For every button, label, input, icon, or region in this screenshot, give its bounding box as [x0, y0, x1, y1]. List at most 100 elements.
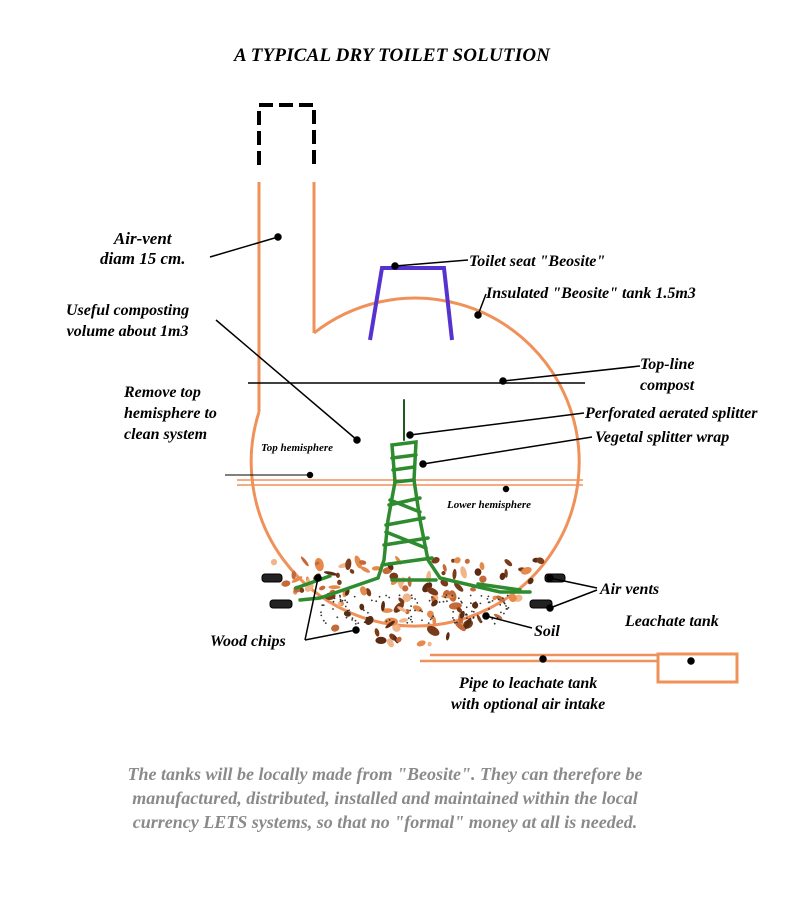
- compost-particle: [460, 566, 467, 579]
- soil-speck: [503, 612, 505, 615]
- toilet-seat: [368, 266, 454, 341]
- soil-speck: [322, 604, 325, 607]
- soil-speck: [411, 621, 413, 623]
- compost-particle: [427, 641, 432, 647]
- compost-particle: [464, 558, 470, 564]
- label-soil: Soil: [534, 623, 560, 640]
- soil-speck: [353, 595, 356, 598]
- compost-particle: [454, 557, 461, 564]
- compost-particle: [323, 571, 338, 576]
- soil-speck: [480, 595, 483, 597]
- label-wood-chips: Wood chips: [210, 633, 286, 650]
- compost-particle: [328, 585, 341, 590]
- soil-speck: [370, 599, 373, 602]
- soil-speck: [462, 615, 465, 617]
- insulated-tank: [249, 296, 581, 628]
- compost-particle: [314, 557, 324, 572]
- compost-particle: [331, 624, 340, 632]
- soil-speck: [322, 619, 325, 622]
- compost-particle: [281, 580, 291, 587]
- compost-particle: [397, 606, 407, 613]
- soil-speck: [347, 611, 349, 614]
- soil-speck: [507, 606, 510, 609]
- soil-speck: [388, 619, 391, 621]
- soil-speck: [351, 617, 354, 619]
- soil-speck: [414, 609, 416, 612]
- soil-speck: [410, 594, 413, 597]
- soil-speck: [500, 611, 502, 614]
- compost-particle: [474, 568, 482, 576]
- compost-particle: [499, 572, 506, 581]
- soil-speck: [421, 610, 423, 613]
- soil-speck: [465, 614, 467, 616]
- compost-bed: [270, 555, 545, 648]
- soil-speck: [502, 597, 504, 599]
- soil-speck: [344, 605, 347, 608]
- leader-lines: [209, 233, 695, 665]
- soil-speck: [333, 597, 336, 600]
- soil-speck: [438, 601, 441, 603]
- soil-speck: [468, 622, 471, 624]
- soil-speck: [367, 611, 369, 614]
- compost-particle: [456, 607, 463, 613]
- compost-particle: [299, 587, 305, 593]
- label-lower-hemisphere: Lower hemisphere: [447, 499, 532, 511]
- soil-speck: [472, 616, 475, 619]
- compost-particle: [527, 577, 534, 585]
- compost-particle: [349, 569, 355, 574]
- compost-particle: [432, 616, 437, 626]
- soil-speck: [344, 599, 346, 602]
- soil-speck: [419, 609, 422, 612]
- soil-speck: [341, 599, 344, 602]
- compost-particle: [509, 594, 517, 602]
- compost-particle: [452, 568, 457, 580]
- soil-speck: [431, 617, 433, 619]
- soil-speck: [346, 601, 349, 604]
- soil-speck: [429, 618, 432, 621]
- soil-speck: [348, 612, 351, 614]
- label-air-vents: Air vents: [600, 581, 660, 598]
- label-air-vent: Air-vent diam 15 cm.: [100, 229, 186, 268]
- compost-particle: [445, 632, 450, 641]
- compost-particle: [345, 558, 352, 571]
- soil-speck: [395, 610, 398, 612]
- compost-particle: [470, 587, 476, 592]
- compost-particle: [493, 613, 503, 620]
- compost-particle: [451, 558, 456, 563]
- compost-particle: [479, 562, 485, 571]
- label-toilet-seat: Toilet seat "Beosite": [469, 253, 606, 270]
- soil-speck: [480, 620, 483, 623]
- soil-speck: [339, 598, 342, 601]
- soil-speck: [371, 618, 373, 621]
- compost-particle: [365, 588, 372, 597]
- compost-particle: [402, 593, 412, 603]
- soil-speck: [354, 623, 357, 625]
- soil-speck: [499, 604, 502, 606]
- soil-speck: [486, 598, 489, 600]
- soil-speck: [487, 595, 490, 598]
- compost-particle: [441, 570, 446, 576]
- soil-speck: [474, 601, 477, 604]
- soil-speck: [354, 619, 357, 622]
- soil-speck: [409, 618, 412, 621]
- soil-speck: [488, 608, 490, 610]
- compost-particle: [360, 566, 371, 573]
- soil-speck: [479, 602, 482, 605]
- soil-speck: [457, 597, 460, 600]
- compost-particle: [402, 585, 409, 592]
- compost-particle: [354, 555, 362, 569]
- soil-speck: [491, 618, 494, 620]
- soil-speck: [431, 596, 433, 598]
- compost-particle: [463, 617, 472, 630]
- compost-particle: [536, 557, 545, 565]
- footnote: The tanks will be locally made from "Beo…: [127, 764, 643, 832]
- compost-particle: [337, 602, 342, 607]
- soil-speck: [407, 617, 410, 620]
- compost-particle: [392, 624, 401, 632]
- soil-speck: [456, 621, 458, 624]
- compost-particle: [416, 640, 426, 647]
- soil-speck: [444, 596, 447, 599]
- compost-particle: [476, 614, 482, 624]
- diagram-title: A TYPICAL DRY TOILET SOLUTION: [234, 45, 551, 66]
- leachate-tank: [656, 652, 739, 684]
